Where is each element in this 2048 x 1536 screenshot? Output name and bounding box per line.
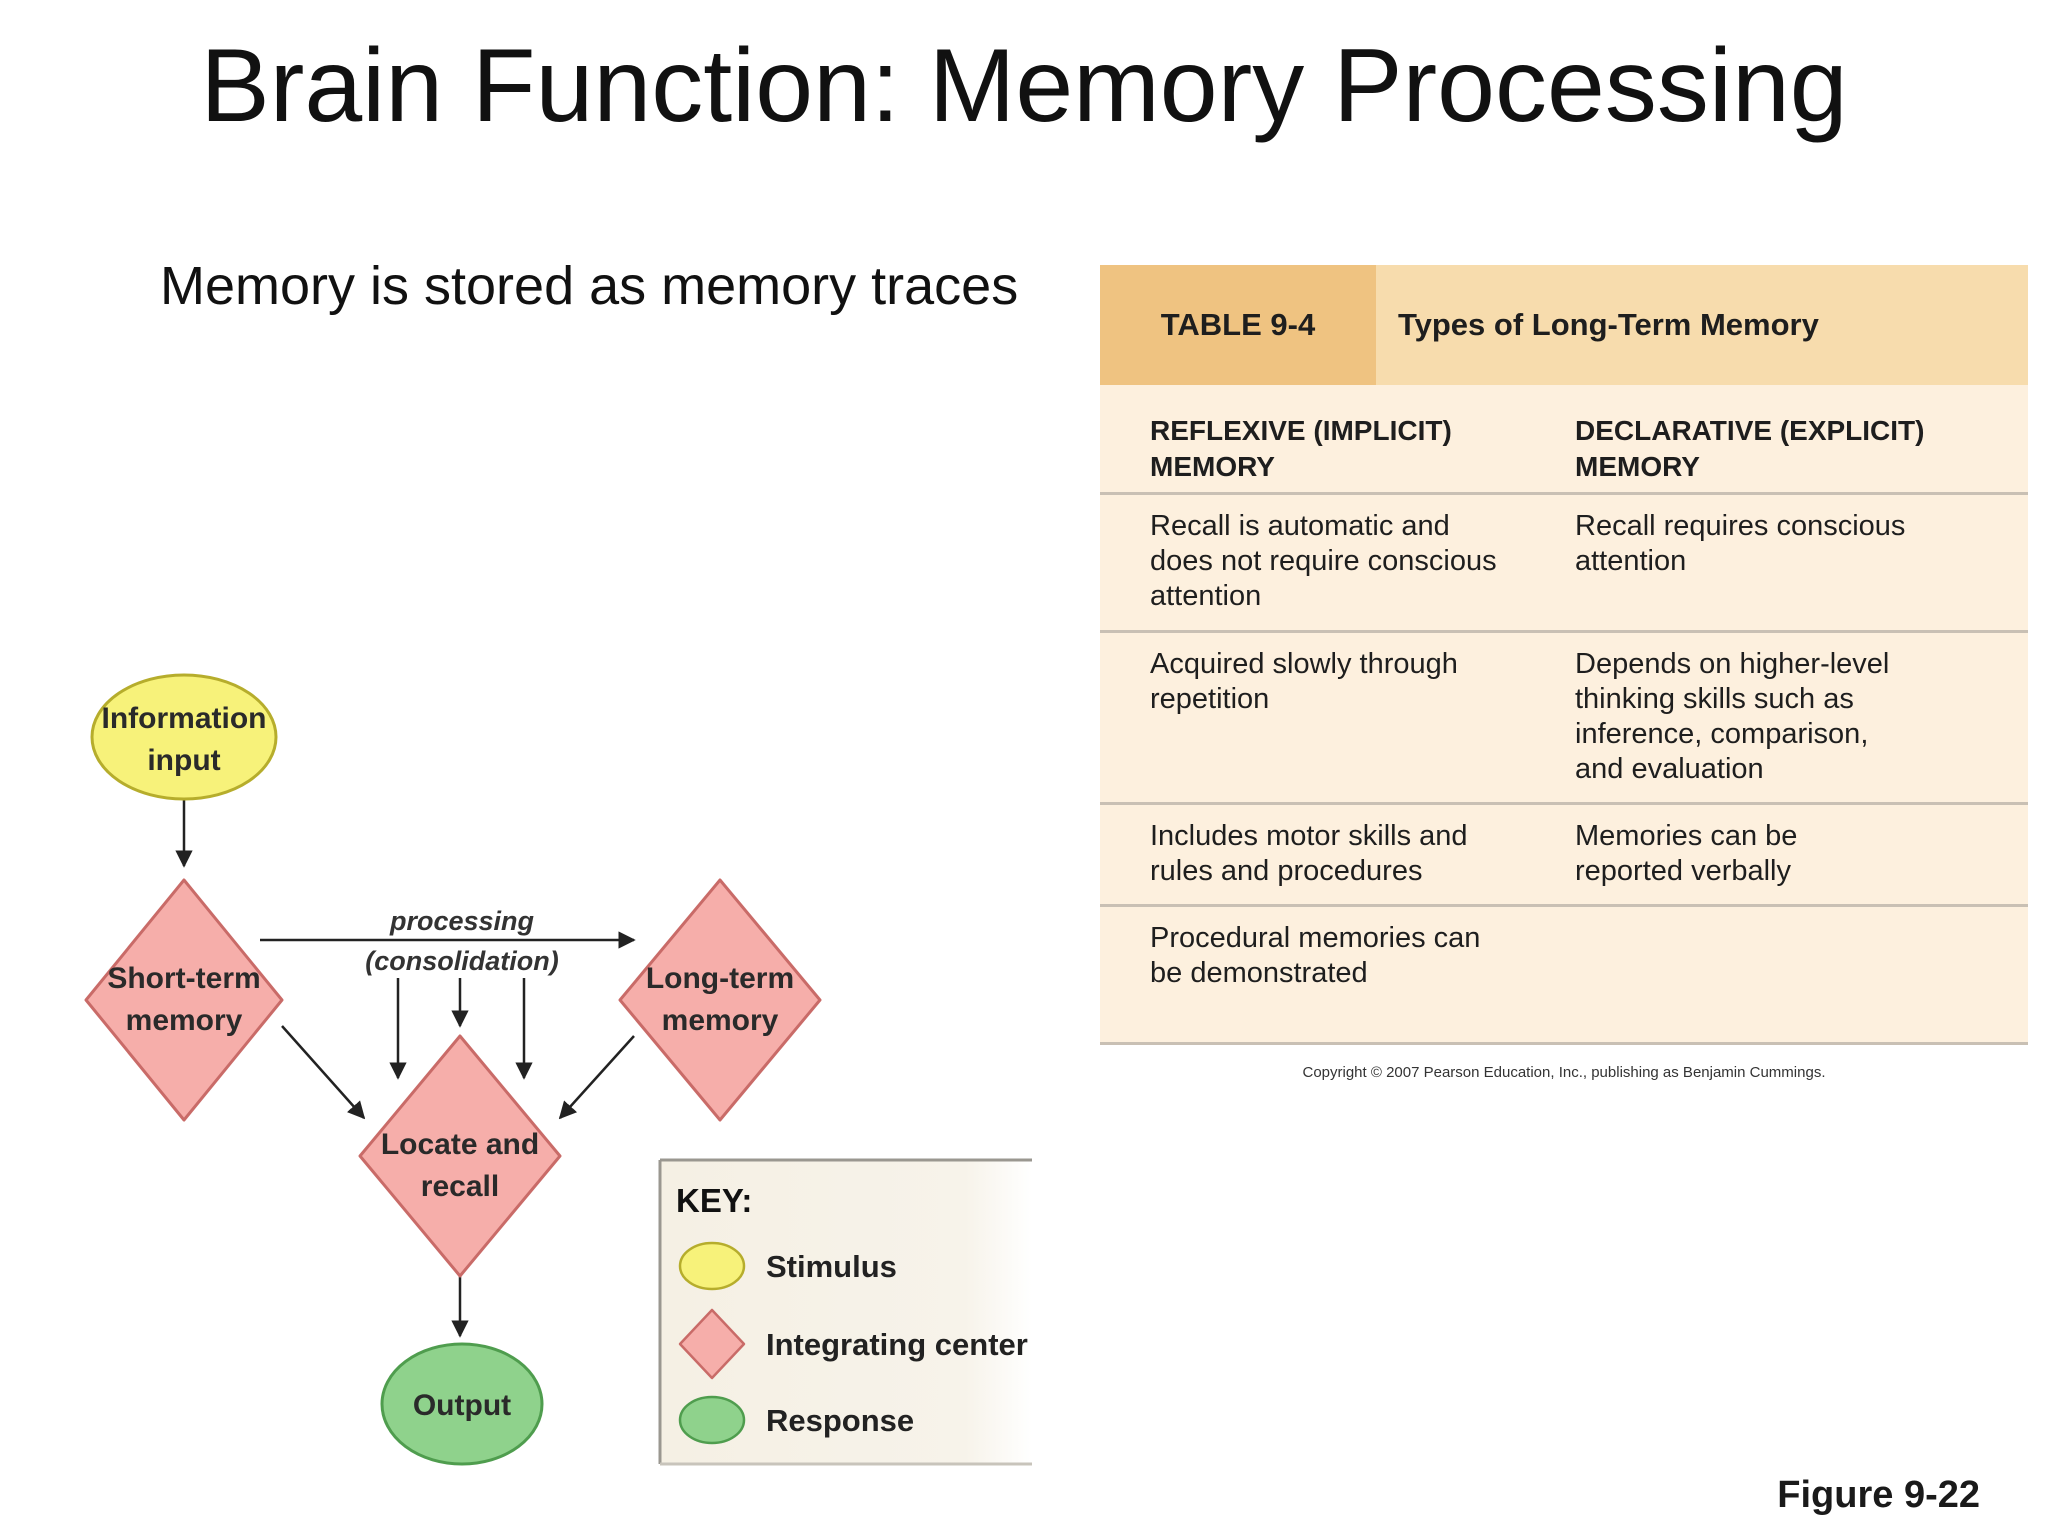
figure-label: Figure 9-22 [1777, 1474, 1980, 1516]
cell-line: does not require conscious [1150, 545, 1497, 577]
cell-line: be demonstrated [1150, 957, 1368, 989]
information-input-label-line2: input [147, 744, 220, 777]
key-stimulus-label: Stimulus [766, 1249, 897, 1284]
cell-line: Recall requires conscious [1575, 510, 1906, 542]
key-response-swatch [678, 1395, 746, 1445]
table-row: Recall is automatic and does not require… [1100, 495, 2028, 633]
copyright-notice: Copyright © 2007 Pearson Education, Inc.… [1302, 1064, 1826, 1081]
output-label: Output [413, 1389, 511, 1422]
cell-line: repetition [1150, 683, 1270, 715]
information-input-node [90, 673, 278, 801]
key-stimulus-swatch [678, 1241, 746, 1291]
column-header-explicit-line1: DECLARATIVE (EXPLICIT) [1575, 415, 1925, 446]
cell-line: Recall is automatic and [1150, 510, 1450, 542]
cell-line: inference, comparison, [1575, 718, 1869, 750]
table-cell-implicit: Includes motor skills and rules and proc… [1100, 805, 1575, 904]
table-row: Acquired slowly through repetition Depen… [1100, 633, 2028, 805]
cell-line: Includes motor skills and [1150, 820, 1468, 852]
cell-line: attention [1575, 545, 1687, 577]
processing-label-line1: processing [389, 906, 535, 936]
locate-and-recall-node [358, 1034, 562, 1278]
table-cell-implicit: Recall is automatic and does not require… [1100, 495, 1575, 630]
column-header-implicit-line1: REFLEXIVE (IMPLICIT) [1150, 415, 1452, 446]
column-header-explicit-line2: MEMORY [1575, 451, 1700, 482]
flowchart-key: KEY: Stimulus Integrating center Respons… [658, 1158, 1032, 1466]
bullet-text: Memory is stored as memory traces [160, 256, 1019, 316]
short-term-label-line1: Short-term [107, 962, 260, 995]
column-header-implicit: REFLEXIVE (IMPLICIT) MEMORY [1100, 385, 1575, 492]
memory-flowchart: Information input Short-term memory Long… [84, 673, 1032, 1466]
arrow-short-to-locate [281, 1025, 366, 1120]
locate-label-line1: Locate and [381, 1128, 539, 1161]
table-cell-explicit: Recall requires conscious attention [1575, 495, 2028, 630]
processing-label-line2: (consolidation) [365, 946, 558, 976]
key-response-label: Response [766, 1403, 914, 1438]
key-integrating-swatch [678, 1308, 746, 1380]
table-column-headers: REFLEXIVE (IMPLICIT) MEMORY DECLARATIVE … [1100, 385, 2028, 495]
table-row: Includes motor skills and rules and proc… [1100, 805, 2028, 907]
table-cell-implicit: Procedural memories can be demonstrated [1100, 907, 1575, 1042]
table-cell-implicit: Acquired slowly through repetition [1100, 633, 1575, 802]
cell-line: reported verbally [1575, 855, 1791, 887]
information-input-label-line1: Information [102, 702, 267, 735]
table-number: TABLE 9-4 [1100, 265, 1376, 385]
arrow-long-to-locate [558, 1035, 635, 1120]
slide-title: Brain Function: Memory Processing [200, 28, 1848, 144]
locate-label-line2: recall [421, 1170, 499, 1203]
cell-line: Memories can be [1575, 820, 1798, 852]
cell-line: Depends on higher-level [1575, 648, 1890, 680]
cell-line: thinking skills such as [1575, 683, 1854, 715]
short-term-memory-node [84, 878, 284, 1122]
cell-line: and evaluation [1575, 753, 1764, 785]
cell-line: attention [1150, 580, 1262, 612]
column-header-implicit-line2: MEMORY [1150, 451, 1275, 482]
table-header: TABLE 9-4 Types of Long-Term Memory [1100, 265, 2028, 385]
cell-line: Acquired slowly through [1150, 648, 1458, 680]
long-term-label-line2: memory [662, 1004, 779, 1037]
output-node [380, 1342, 544, 1466]
table-cell-explicit: Depends on higher-level thinking skills … [1575, 633, 2028, 802]
table-cell-explicit [1575, 907, 2028, 1042]
cell-line: Procedural memories can [1150, 922, 1481, 954]
short-term-label-line2: memory [126, 1004, 243, 1037]
long-term-memory-node [618, 878, 822, 1122]
column-header-explicit: DECLARATIVE (EXPLICIT) MEMORY [1575, 385, 2028, 492]
cell-line: rules and procedures [1150, 855, 1423, 887]
key-title: KEY: [676, 1182, 752, 1219]
table-row: Procedural memories can be demonstrated [1100, 907, 2028, 1045]
table-cell-explicit: Memories can be reported verbally [1575, 805, 2028, 904]
long-term-memory-table: TABLE 9-4 Types of Long-Term Memory REFL… [1100, 265, 2028, 1045]
long-term-label-line1: Long-term [646, 962, 794, 995]
table-title: Types of Long-Term Memory [1398, 307, 1819, 342]
key-integrating-label: Integrating center [766, 1327, 1028, 1362]
